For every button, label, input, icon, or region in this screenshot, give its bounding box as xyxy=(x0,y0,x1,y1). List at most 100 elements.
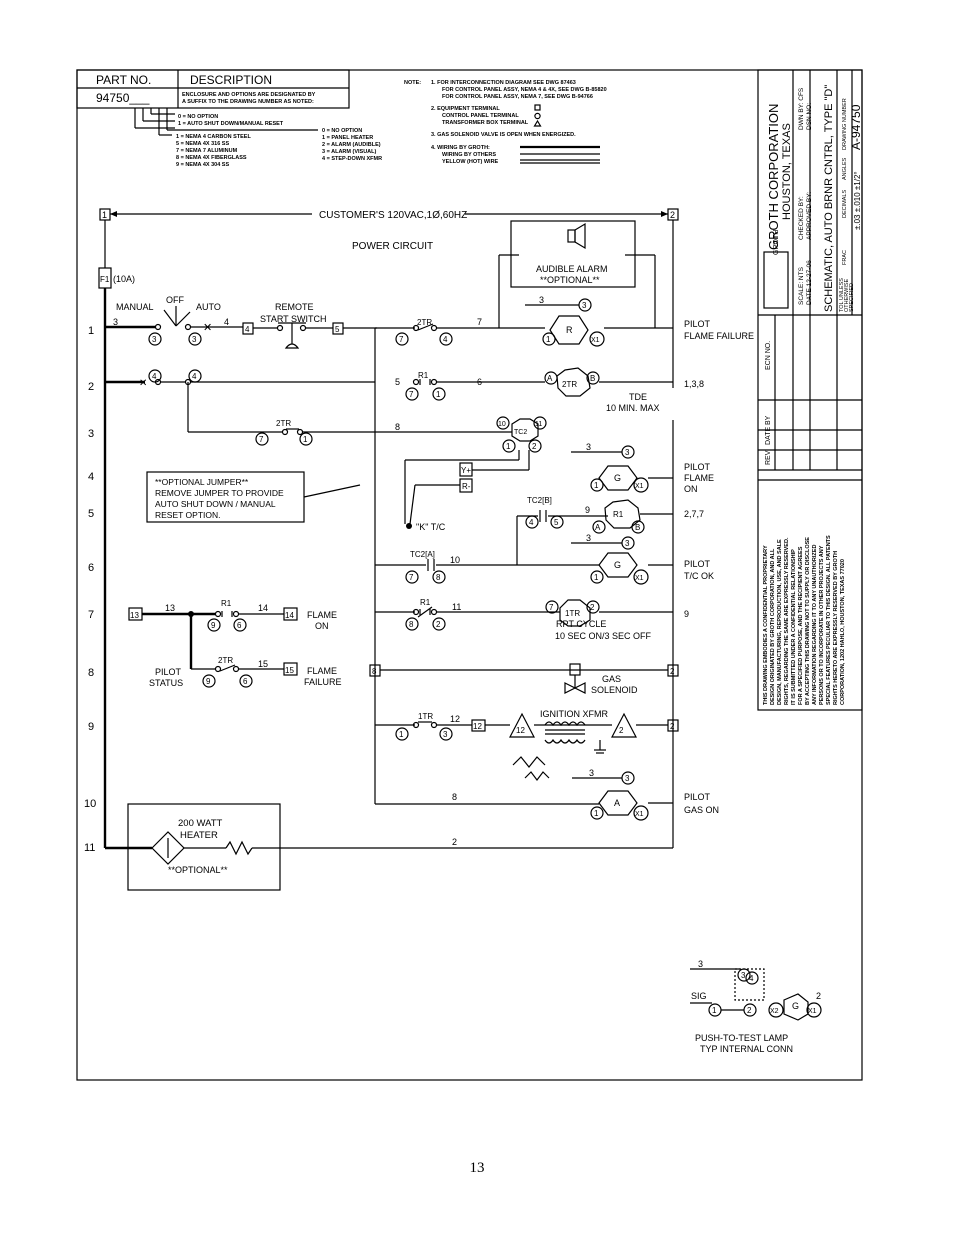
timer-2tr xyxy=(556,367,591,397)
svg-text:TC2: TC2 xyxy=(514,429,527,436)
svg-text:REMOVE JUMPER TO PROVIDE: REMOVE JUMPER TO PROVIDE xyxy=(155,488,284,498)
svg-text:DWN BY: CFS: DWN BY: CFS xyxy=(798,87,805,130)
svg-text:PILOT: PILOT xyxy=(684,792,711,802)
svg-text:13: 13 xyxy=(130,611,139,620)
svg-text:15: 15 xyxy=(258,659,268,669)
opt-accessory-1: 1 = PANEL HEATER xyxy=(322,135,373,141)
rung-5: TC2[B] 9 4 5 R1 A B 2,7,7 xyxy=(516,496,704,565)
svg-text:10: 10 xyxy=(498,421,506,428)
note-1b: FOR CONTROL PANEL ASSY, NEMA 4 & 4X, SEE… xyxy=(442,87,607,93)
svg-text:13: 13 xyxy=(165,603,175,613)
note-4a: 4. WIRING BY GROTH: xyxy=(431,145,490,151)
svg-text:3: 3 xyxy=(582,301,587,310)
svg-text:4: 4 xyxy=(529,518,534,527)
svg-text:R-: R- xyxy=(462,482,471,491)
svg-text:14: 14 xyxy=(285,611,294,620)
svg-text:6: 6 xyxy=(88,562,94,574)
k-thermocouple: Y+ R- "K" T/C xyxy=(406,462,473,532)
svg-text:FOR A SPECIFIED PURPOSE, AND T: FOR A SPECIFIED PURPOSE, AND THE RECIPIE… xyxy=(798,546,804,705)
svg-text:2: 2 xyxy=(816,991,821,1001)
manual-off-auto-selector: MANUAL OFF AUTO 3 ✕ 4 3 3 4 4 ✕ xyxy=(105,295,375,432)
svg-text:9: 9 xyxy=(684,609,689,619)
svg-text:7: 7 xyxy=(399,335,404,344)
svg-text:10: 10 xyxy=(450,555,460,565)
svg-text:DESIGN ORIGINATED BY GROTH COR: DESIGN ORIGINATED BY GROTH CORPORATION, … xyxy=(770,548,776,705)
svg-text:15: 15 xyxy=(285,666,294,675)
svg-text:ANY INFORMATION REGARDING IT T: ANY INFORMATION REGARDING IT TO ANY UNAU… xyxy=(812,545,818,705)
svg-text:TDE: TDE xyxy=(629,392,647,402)
svg-text:FLAME FAILURE: FLAME FAILURE xyxy=(684,331,754,341)
relay-r1 xyxy=(604,499,641,529)
note-2c: TRANSFORMER BOX TERMINAL xyxy=(442,120,529,126)
svg-text:PUSH-TO-TEST LAMP: PUSH-TO-TEST LAMP xyxy=(695,1033,788,1043)
svg-text:ON: ON xyxy=(315,621,329,631)
svg-text:TOL UNLESS: TOL UNLESS xyxy=(839,278,845,312)
svg-text:R1: R1 xyxy=(613,510,624,519)
note-2a: 2. EQUIPMENT TERMINAL xyxy=(431,106,500,112)
rung-numbers: 1 2 3 4 5 6 7 8 9 10 11 xyxy=(84,325,96,854)
svg-text:1: 1 xyxy=(399,730,404,739)
svg-text:6: 6 xyxy=(243,677,248,686)
svg-text:2TR: 2TR xyxy=(276,419,291,428)
svg-text:1: 1 xyxy=(506,442,511,451)
svg-text:TC2[A]: TC2[A] xyxy=(410,550,435,559)
svg-text:A: A xyxy=(614,798,620,808)
svg-text:4: 4 xyxy=(443,335,448,344)
svg-text:2: 2 xyxy=(452,837,457,847)
svg-text:DATE 12-27-06: DATE 12-27-06 xyxy=(806,260,813,305)
svg-text:**OPTIONAL**: **OPTIONAL** xyxy=(168,865,228,875)
svg-text:2TR: 2TR xyxy=(562,380,577,389)
svg-text:10 MIN. MAX: 10 MIN. MAX xyxy=(606,403,660,413)
svg-text:12: 12 xyxy=(473,722,482,731)
rung-9-ignition: 1TR 1 3 12 12 12 2 IGNITION XFMR 2 xyxy=(375,709,679,781)
svg-text:9: 9 xyxy=(88,721,94,733)
opt-accessory-4: 4 = STEP-DOWN XFMR xyxy=(322,156,382,162)
part-no-label: PART NO. xyxy=(96,73,151,87)
part-no: 94750___ xyxy=(96,91,150,105)
svg-text:RESET OPTION.: RESET OPTION. xyxy=(155,510,221,520)
svg-text:8: 8 xyxy=(436,573,441,582)
svg-text:SCHEMATIC, AUTO BRNR CNTRL, TY: SCHEMATIC, AUTO BRNR CNTRL, TYPE "D" xyxy=(823,85,835,312)
svg-text:1: 1 xyxy=(594,809,599,818)
svg-text:X1: X1 xyxy=(808,1008,817,1015)
svg-text:1: 1 xyxy=(594,573,599,582)
svg-text:X1: X1 xyxy=(591,337,600,344)
svg-text:A: A xyxy=(547,374,553,383)
svg-text:1: 1 xyxy=(594,481,599,490)
svg-text:TYP INTERNAL CONN: TYP INTERNAL CONN xyxy=(700,1044,793,1054)
svg-text:**OPTIONAL**: **OPTIONAL** xyxy=(540,275,600,285)
svg-text:TC2[B]: TC2[B] xyxy=(527,496,552,505)
note-4b: WIRING BY OTHERS xyxy=(442,152,496,158)
svg-text:PILOT: PILOT xyxy=(155,667,182,677)
svg-text:"K" T/C: "K" T/C xyxy=(416,522,446,532)
svg-text:1: 1 xyxy=(88,325,94,337)
svg-text:F1: F1 xyxy=(100,275,110,284)
svg-text:ECN NO.: ECN NO. xyxy=(765,341,772,370)
svg-text:2: 2 xyxy=(436,620,441,629)
svg-text:REMOTE: REMOTE xyxy=(275,302,314,312)
svg-text:1: 1 xyxy=(712,1006,717,1015)
opt-accessory-2: 2 = ALARM (AUDIBLE) xyxy=(322,142,381,148)
note-4c: YELLOW (HOT) WIRE xyxy=(442,159,499,165)
svg-text:4: 4 xyxy=(749,974,754,983)
svg-text:4: 4 xyxy=(192,372,197,381)
svg-text:11: 11 xyxy=(84,842,95,854)
svg-text:ANGLES: ANGLES xyxy=(842,157,848,180)
svg-text:R: R xyxy=(566,325,573,335)
svg-text:5: 5 xyxy=(88,508,94,520)
svg-text:1: 1 xyxy=(546,335,551,344)
svg-text:1,3,8: 1,3,8 xyxy=(684,379,704,389)
opt-enclosure-3: 8 = NEMA 4X FIBERGLASS xyxy=(176,155,247,161)
notes-label: NOTE: xyxy=(404,80,421,86)
svg-text:FLAME: FLAME xyxy=(684,473,714,483)
thermocouple-relay-tc2 xyxy=(511,418,539,442)
svg-text:CHECKED BY:: CHECKED BY: xyxy=(798,196,805,240)
svg-text:12: 12 xyxy=(450,714,460,724)
svg-text:R1: R1 xyxy=(221,599,232,608)
svg-text:2TR: 2TR xyxy=(417,318,432,327)
svg-text:DRAWING NUMBER: DRAWING NUMBER xyxy=(842,98,848,150)
relay-r xyxy=(549,315,589,345)
svg-text:G: G xyxy=(614,473,621,483)
remote-start-switch: REMOTE START SWITCH 4 5 xyxy=(242,302,377,349)
equipment-terminal-symbol xyxy=(534,104,541,111)
